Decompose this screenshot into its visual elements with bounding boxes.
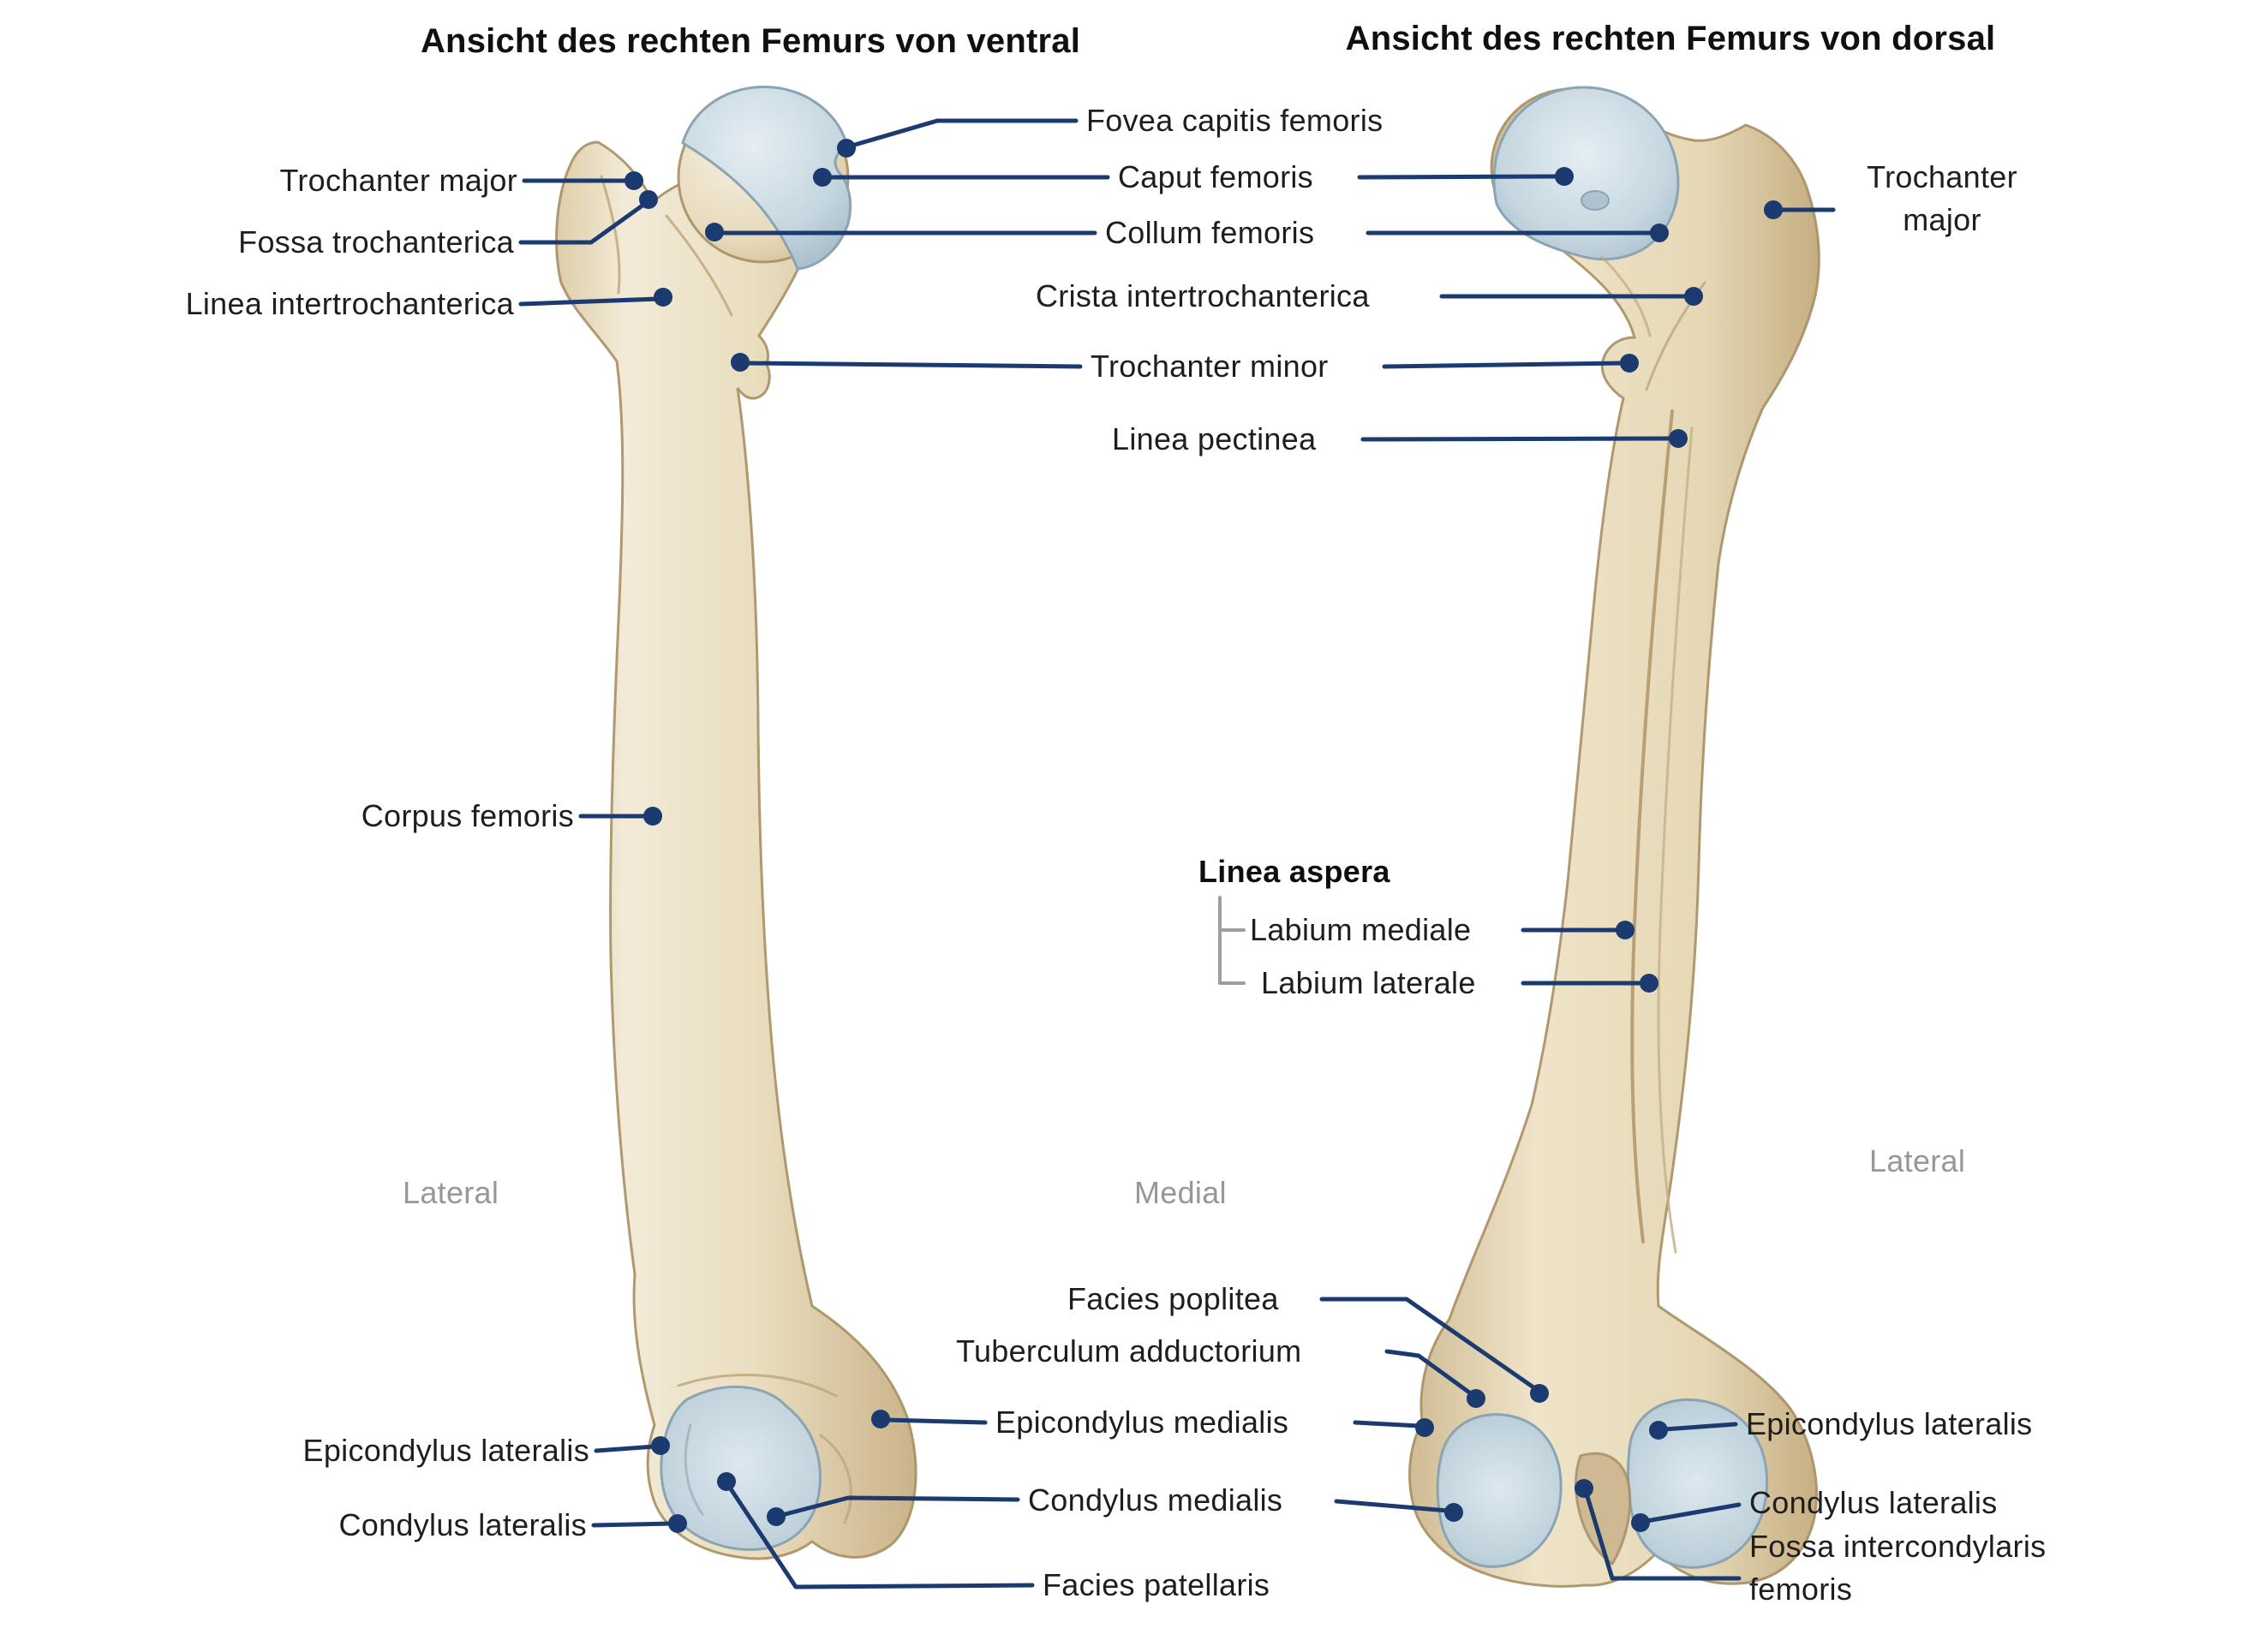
leader-condylus-medialis-left: [780, 1495, 1020, 1518]
label-tuberculum-adductorium: Tuberculum adductorium: [956, 1333, 1302, 1369]
leader-facies-poplitea: [1319, 1297, 1539, 1392]
label-linea-aspera: Linea aspera: [1198, 854, 1390, 889]
label-medial: Medial: [1134, 1175, 1227, 1210]
femur-dorsal-medial-condyle-cartilage: [1436, 1413, 1563, 1568]
dot-trochanter-minor-ventral: [731, 353, 750, 372]
femur-dorsal-body: [1407, 91, 1820, 1588]
femur-ventral: [555, 86, 917, 1560]
dot-condylus-medialis-ventral: [767, 1507, 786, 1526]
label-condylus-lateralis-ventral: Condylus lateralis: [338, 1507, 587, 1542]
label-linea-pectinea: Linea pectinea: [1112, 421, 1317, 456]
dot-collum-femoris-ventral: [705, 223, 724, 242]
leader-fossa-trochanterica: [518, 200, 648, 245]
dot-trochanter-major-ventral: [625, 171, 643, 190]
label-crista-intertrochanterica: Crista intertrochanterica: [1036, 278, 1370, 313]
label-epicondylus-lateralis-dorsal: Epicondylus lateralis: [1746, 1406, 2033, 1441]
leader-condylus-lateralis-ventral: [591, 1521, 674, 1528]
dot-trochanter-minor-dorsal: [1620, 354, 1639, 373]
label-lateral-ventral: Lateral: [403, 1175, 499, 1210]
dot-corpus-femoris: [643, 807, 662, 826]
label-facies-poplitea: Facies poplitea: [1067, 1281, 1279, 1316]
leader-fossa-intercondylaris: [1584, 1491, 1742, 1581]
dot-facies-patellaris: [717, 1472, 736, 1491]
label-epicondylus-medialis: Epicondylus medialis: [995, 1404, 1289, 1440]
label-trochanter-major-dorsal: Trochanter major: [1867, 159, 2017, 237]
dot-trochanter-major-dorsal: [1764, 200, 1783, 219]
dot-tuberculum-adductorium: [1467, 1389, 1485, 1408]
label-fovea-capitis-femoris: Fovea capitis femoris: [1086, 103, 1383, 138]
linea-aspera-bracket: [1218, 896, 1246, 985]
dot-condylus-medialis-dorsal: [1444, 1503, 1463, 1522]
label-labium-laterale: Labium laterale: [1261, 965, 1476, 1000]
label-trochanter-minor: Trochanter minor: [1091, 349, 1329, 384]
dot-linea-intertrochanterica: [654, 288, 672, 307]
label-fossa-intercondylaris-femoris: Fossa intercondylaris femoris: [1749, 1529, 2047, 1607]
dot-crista-intertrochanterica: [1684, 287, 1703, 306]
dot-epicondylus-lateralis-ventral: [651, 1436, 670, 1455]
title-ventral-view: Ansicht des rechten Femurs von ventral: [420, 22, 1081, 60]
leader-caput-femoris-right: [1357, 174, 1561, 180]
dot-labium-mediale: [1616, 921, 1634, 939]
leader-facies-patellaris: [727, 1485, 1035, 1589]
label-trochanter-major-ventral: Trochanter major: [279, 163, 517, 198]
femur-dorsal-head-cartilage: [1492, 86, 1680, 261]
leader-trochanter-minor-left: [744, 361, 1083, 369]
leader-condylus-medialis-right: [1334, 1499, 1450, 1513]
leader-linea-intertrochanterica: [518, 296, 660, 307]
label-linea-intertrochanterica: Linea intertrochanterica: [185, 286, 514, 321]
dot-facies-poplitea: [1530, 1384, 1549, 1403]
label-labium-mediale: Labium mediale: [1250, 912, 1472, 947]
dot-caput-femoris-ventral: [813, 168, 832, 187]
dot-linea-pectinea: [1669, 429, 1688, 448]
label-epicondylus-lateralis-ventral: Epicondylus lateralis: [302, 1433, 589, 1468]
leader-epicondylus-lateralis-dorsal: [1662, 1422, 1738, 1432]
leader-linea-pectinea: [1360, 436, 1675, 442]
leader-epicondylus-medialis-left: [884, 1417, 988, 1425]
dot-condylus-lateralis-dorsal: [1631, 1513, 1650, 1532]
dot-fossa-intercondylaris: [1575, 1479, 1593, 1498]
dot-collum-femoris-dorsal: [1650, 224, 1669, 242]
dot-condylus-lateralis-ventral: [668, 1514, 687, 1533]
dot-fovea-capitis: [837, 139, 856, 158]
femur-dorsal: [1407, 86, 1820, 1588]
label-fossa-trochanterica: Fossa trochanterica: [238, 224, 514, 259]
title-dorsal-view: Ansicht des rechten Femurs von dorsal: [1345, 20, 1996, 57]
leader-dots: [625, 139, 1783, 1533]
label-condylus-medialis: Condylus medialis: [1028, 1482, 1283, 1518]
leader-epicondylus-medialis-right: [1353, 1420, 1421, 1428]
label-corpus-femoris: Corpus femoris: [361, 798, 574, 833]
leader-lines: [518, 118, 1836, 1589]
femur-ventral-contour-lines: [600, 175, 852, 1524]
label-lateral-dorsal: Lateral: [1869, 1143, 1966, 1178]
leader-condylus-lateralis-dorsal: [1644, 1502, 1742, 1524]
dot-caput-femoris-dorsal: [1555, 167, 1574, 186]
femur-ventral-head-cartilage: [681, 86, 852, 271]
dot-fossa-trochanterica: [639, 190, 658, 209]
dot-epicondylus-medialis-dorsal: [1415, 1418, 1434, 1437]
leader-trochanter-minor-right: [1382, 361, 1626, 369]
dot-epicondylus-medialis-ventral: [871, 1410, 890, 1428]
dot-labium-laterale: [1640, 974, 1658, 993]
fovea-dimple: [1581, 190, 1610, 211]
femur-ventral-body: [555, 140, 917, 1560]
label-collum-femoris: Collum femoris: [1105, 215, 1315, 250]
leader-fovea-capitis: [846, 118, 1079, 149]
leader-tuberculum-adductorium: [1384, 1349, 1474, 1397]
dot-epicondylus-lateralis-dorsal: [1649, 1421, 1668, 1440]
femur-dorsal-lateral-condyle-cartilage: [1627, 1398, 1769, 1569]
label-condylus-lateralis-dorsal: Condylus lateralis: [1749, 1485, 1998, 1520]
label-facies-patellaris: Facies patellaris: [1043, 1567, 1270, 1602]
leader-epicondylus-lateralis-ventral: [594, 1444, 657, 1453]
label-caput-femoris: Caput femoris: [1118, 159, 1313, 194]
